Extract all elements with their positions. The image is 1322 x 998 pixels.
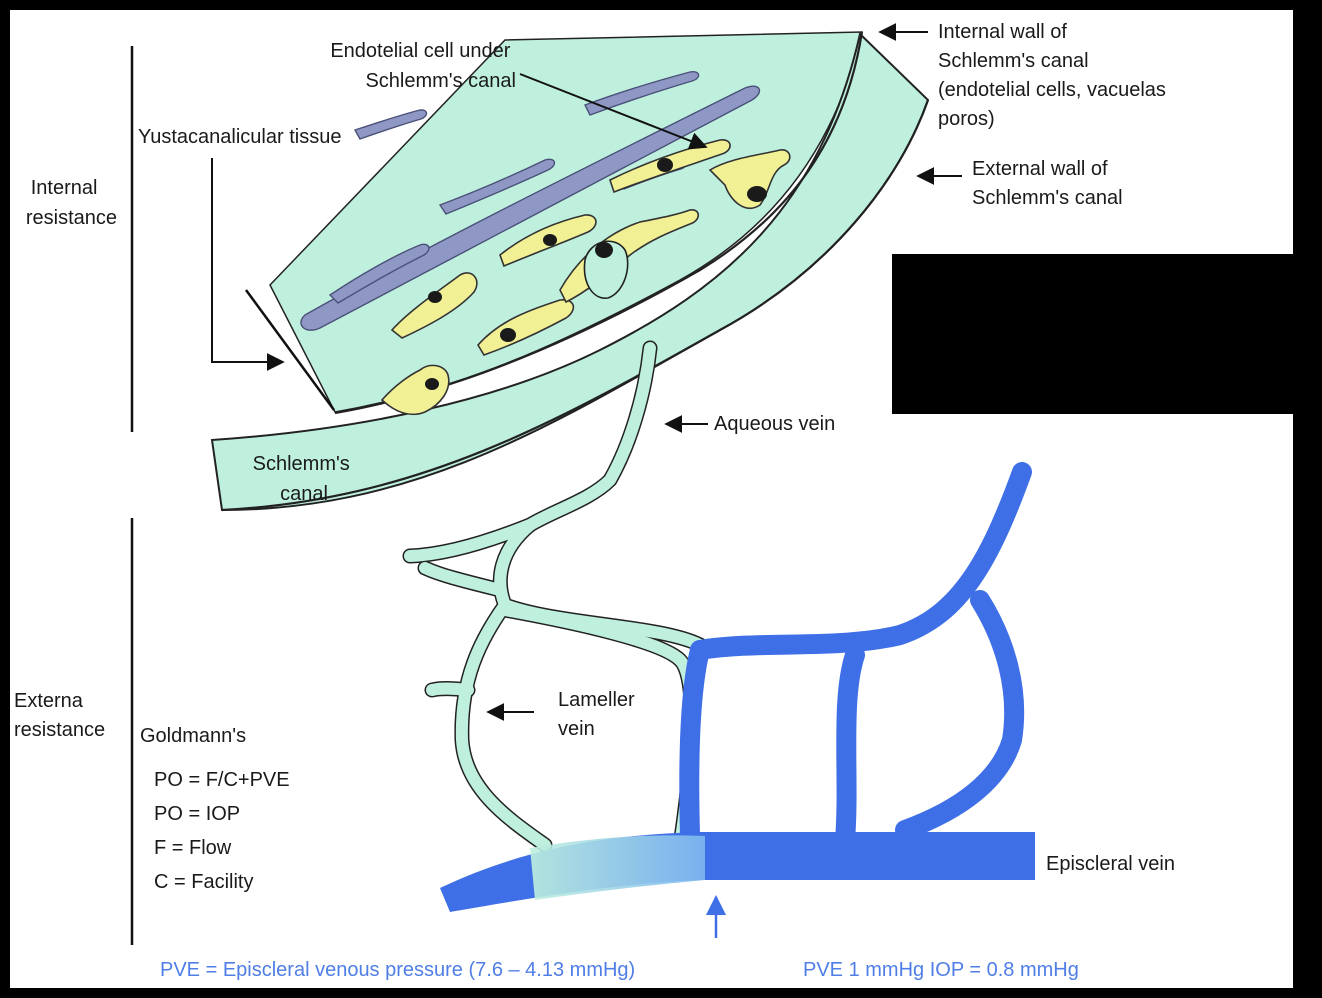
redacted-block [892, 254, 1294, 414]
goldmann-equation-3: F = Flow [154, 837, 232, 859]
aqueous-vein-label: Aqueous vein [714, 413, 835, 435]
goldmann-equation-2: PO = IOP [154, 803, 240, 825]
pve-definition: PVE = Episcleral venous pressure (7.6 – … [160, 959, 635, 981]
goldmann-equation-1: PO = F/C+PVE [154, 769, 290, 791]
yusta-label: Yustacanalicular tissue [138, 126, 341, 148]
goldmann-title: Goldmann's [140, 725, 246, 747]
episcleral-vein-label: Episcleral vein [1046, 853, 1175, 875]
pve-ratio: PVE 1 mmHg IOP = 0.8 mmHg [803, 959, 1079, 981]
goldmann-equation-4: C = Facility [154, 871, 253, 893]
